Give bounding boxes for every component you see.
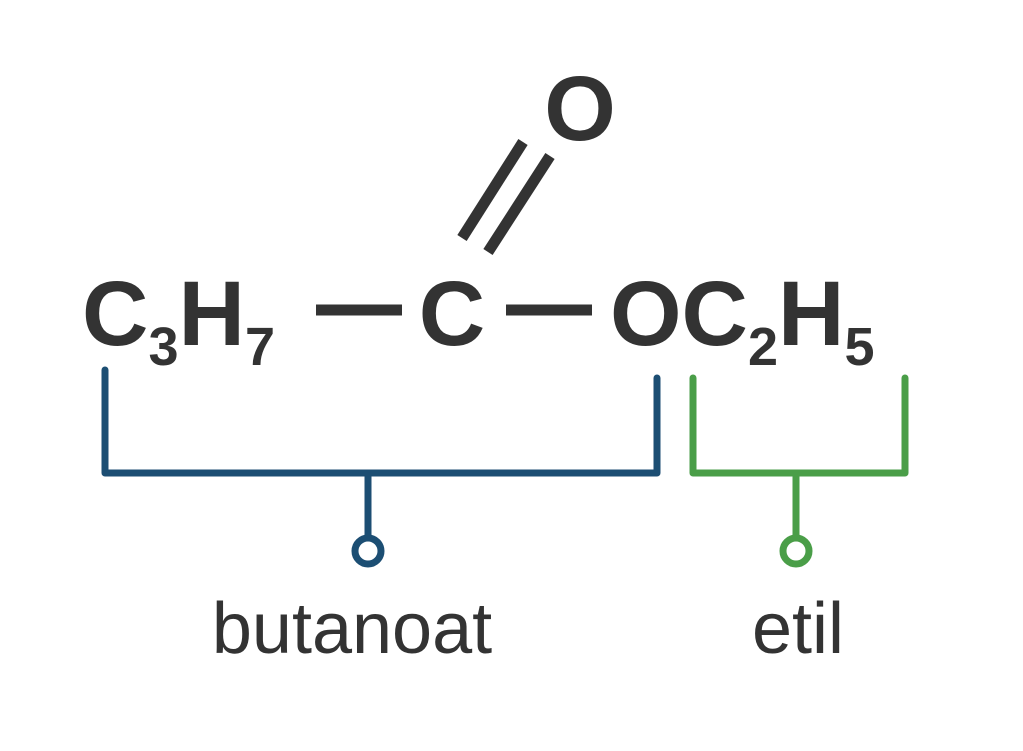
propyl-carbon-subscript: 3 (148, 317, 178, 377)
etil-bracket (689, 374, 909, 568)
propyl-hydrogen: H (179, 263, 245, 365)
butanoat-bracket (101, 366, 661, 568)
propyl-hydrogen-subscript: 7 (245, 317, 275, 377)
ethoxy-hydrogen: H (778, 263, 844, 365)
double-bond-line-2 (483, 153, 555, 255)
ethoxy-carbon-subscript: 2 (748, 317, 778, 377)
etil-label: etil (752, 589, 844, 669)
ethoxy-group: OC2H5 (610, 263, 875, 377)
carbonyl-oxygen: O (544, 58, 616, 160)
ethoxy-oc: OC (610, 263, 748, 365)
butanoat-label: butanoat (212, 589, 492, 669)
etil-bracket-line (689, 374, 909, 477)
propyl-carbon: C (82, 263, 148, 365)
butanoat-bracket-line (101, 366, 661, 477)
ethoxy-hydrogen-subscript: 5 (845, 317, 875, 377)
double-bond-line-1 (457, 139, 528, 241)
double-bond (457, 139, 555, 255)
propyl-group: C3H7 (82, 263, 275, 377)
etil-node-icon (779, 534, 813, 568)
carbonyl-carbon: C (419, 263, 485, 365)
butanoat-node-icon (351, 534, 385, 568)
